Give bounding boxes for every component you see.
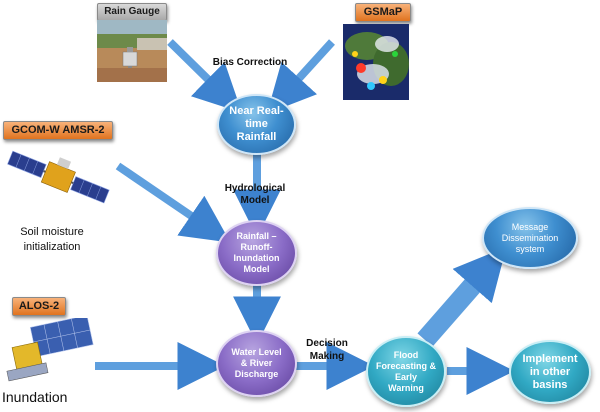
rri-model-label: Rainfall – Runoff-Inundation Model — [233, 231, 280, 274]
gcom-label: GCOM-W AMSR-2 — [3, 121, 113, 140]
decision-making-text: Decision Making — [306, 338, 348, 362]
implement-label: Implement in other basins — [522, 352, 578, 391]
alos-satellite-icon — [6, 318, 94, 382]
gsmap-satellite-image — [343, 24, 409, 100]
inundation-text: Inundation — [2, 389, 68, 405]
rain-gauge-photo — [97, 20, 167, 82]
gcom-satellite-icon — [7, 150, 110, 204]
rri-model-node: Rainfall – Runoff-Inundation Model — [216, 220, 297, 286]
water-level-node: Water Level & River Discharge — [216, 330, 297, 397]
water-level-label: Water Level & River Discharge — [231, 347, 282, 379]
implement-node: Implement in other basins — [509, 340, 591, 404]
near-realtime-rainfall-label: Near Real-time Rainfall — [229, 105, 284, 143]
message-dissemination-label: Message Dissemination system — [501, 221, 559, 254]
alos-label: ALOS-2 — [12, 297, 66, 316]
hydrological-model-text: Hydrological Model — [224, 183, 286, 206]
message-dissemination-node: Message Dissemination system — [482, 207, 578, 269]
arrow-gsmap-to-rainfall — [266, 39, 335, 114]
flood-forecasting-label: Flood Forecasting & Early Warning — [376, 349, 437, 393]
arrow-raingauge-to-rainfall — [167, 39, 242, 113]
arrow-gcom-to-rri — [115, 162, 231, 243]
gsmap-label: GSMaP — [355, 3, 411, 22]
flood-forecasting-node: Flood Forecasting & Early Warning — [366, 336, 446, 407]
arrow-flood-to-message — [417, 246, 507, 347]
rain-gauge-label: Rain Gauge — [97, 3, 167, 21]
soil-moisture-text: Soil moisture initialization — [20, 226, 84, 253]
bias-correction-text: Bias Correction — [212, 57, 288, 68]
near-realtime-rainfall-node: Near Real-time Rainfall — [217, 94, 296, 155]
